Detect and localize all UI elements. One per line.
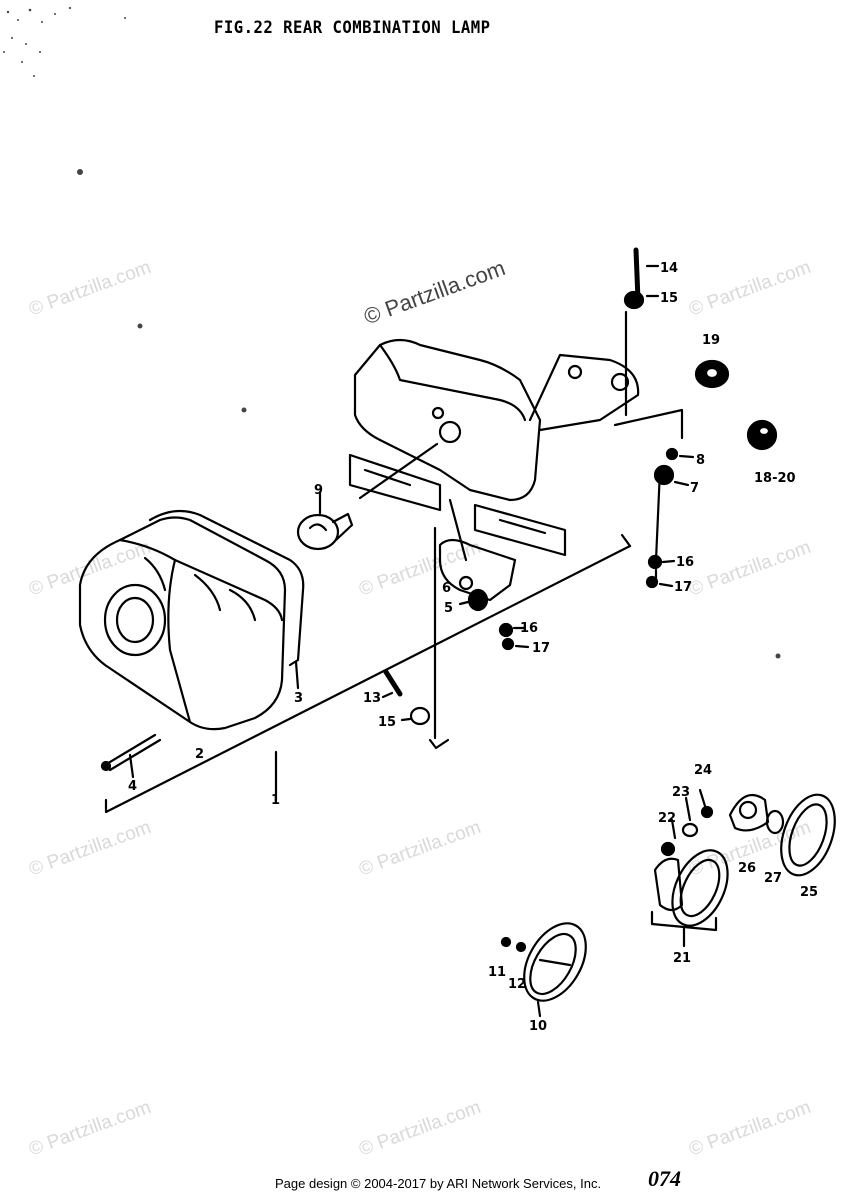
callout-12: 12 xyxy=(508,977,526,992)
callout-15: 15 xyxy=(660,291,678,306)
page-number: 074 xyxy=(648,1166,681,1191)
callout-15b: 15 xyxy=(378,715,396,730)
figure-title: FIG.22 REAR COMBINATION LAMP xyxy=(214,18,491,38)
callout-labels: 1 2 3 4 5 6 7 8 9 10 11 12 13 14 15 15 1… xyxy=(128,261,818,1034)
callout-26: 26 xyxy=(738,861,756,876)
reflector-21-assembly xyxy=(650,788,836,948)
callout-6: 6 xyxy=(442,581,451,596)
callout-3: 3 xyxy=(294,691,303,706)
callout-13: 13 xyxy=(363,691,381,706)
callout-11: 11 xyxy=(488,965,506,980)
reflector-10 xyxy=(500,922,587,1018)
callout-27: 27 xyxy=(764,871,782,886)
callout-24: 24 xyxy=(694,763,712,778)
callout-5: 5 xyxy=(444,601,453,616)
callout-22: 22 xyxy=(658,811,676,826)
callout-17: 17 xyxy=(532,641,550,656)
bulb-9 xyxy=(296,490,354,551)
callout-7: 7 xyxy=(690,481,699,496)
callout-18-20: 18-20 xyxy=(754,471,796,486)
leader-lines xyxy=(428,310,684,750)
callout-16b: 16 xyxy=(676,555,694,570)
callout-10: 10 xyxy=(529,1019,547,1034)
callout-8: 8 xyxy=(696,453,705,468)
callout-21: 21 xyxy=(673,951,691,966)
callout-4: 4 xyxy=(128,779,137,794)
callout-1: 1 xyxy=(271,793,280,808)
copyright-footer: Page design © 2004-2017 by ARI Network S… xyxy=(275,1176,602,1191)
callout-23: 23 xyxy=(672,785,690,800)
hardware xyxy=(381,247,778,726)
callout-2: 2 xyxy=(195,747,204,762)
callout-16: 16 xyxy=(520,621,538,636)
lamp-bracket xyxy=(348,338,640,602)
callout-17b: 17 xyxy=(674,580,692,595)
screw-4 xyxy=(100,733,162,779)
callout-9: 9 xyxy=(314,483,323,498)
callout-14: 14 xyxy=(660,261,678,276)
callout-25: 25 xyxy=(800,885,818,900)
scan-noise xyxy=(3,6,781,659)
lamp-gasket xyxy=(148,509,305,667)
callout-19: 19 xyxy=(702,333,720,348)
lamp-housing xyxy=(78,516,287,731)
assembly-bracket-1 xyxy=(104,533,632,814)
